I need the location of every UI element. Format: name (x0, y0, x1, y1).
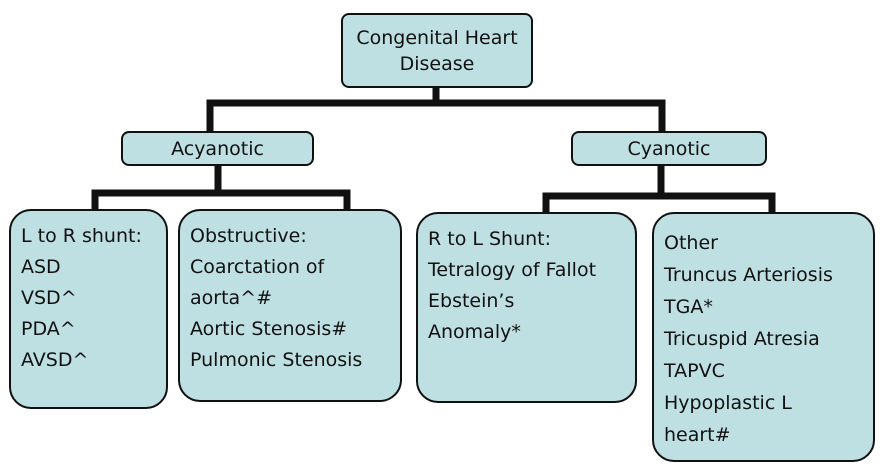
group-item: aorta^# (190, 287, 273, 309)
group-item: heart# (664, 424, 731, 446)
root-label-line2: Disease (399, 52, 475, 75)
other-box: Other Truncus Arteriosis TGA* Tricuspid … (652, 212, 875, 462)
group-title: R to L Shunt: (428, 228, 552, 250)
acyanotic-label: Acyanotic (171, 137, 264, 160)
root-node: Congenital Heart Disease (341, 13, 533, 88)
root-label-line1: Congenital Heart (356, 26, 518, 49)
group-item: Truncus Arteriosis (664, 264, 833, 286)
group-item: PDA^ (21, 318, 76, 340)
group-item: Tricuspid Atresia (664, 328, 820, 350)
group-item: AVSD^ (21, 349, 89, 371)
group-item: Anomaly* (428, 321, 521, 343)
r-to-l-shunt-box: R to L Shunt: Tetralogy of Fallot Ebstei… (416, 212, 637, 403)
group-item: Tetralogy of Fallot (428, 259, 597, 281)
group-title: Other (664, 232, 718, 254)
group-item: ASD (21, 256, 61, 278)
connector-acyanotic (91, 162, 351, 213)
group-item: Aortic Stenosis# (190, 318, 348, 340)
connector-root (206, 84, 666, 135)
group-title: L to R shunt: (21, 225, 142, 247)
group-title: Obstructive: (190, 225, 307, 247)
group-item: Ebstein’s (428, 290, 515, 312)
obstructive-box: Obstructive: Coarctation of aorta^# Aort… (178, 209, 402, 402)
group-item: Coarctation of (190, 256, 325, 278)
connector-cyanotic (542, 162, 776, 216)
l-to-r-shunt-box: L to R shunt: ASD VSD^ PDA^ AVSD^ (9, 209, 168, 409)
group-item: VSD^ (21, 287, 77, 309)
group-item: Hypoplastic L (664, 392, 792, 414)
group-item: TAPVC (664, 360, 725, 382)
acyanotic-node: Acyanotic (121, 131, 314, 166)
cyanotic-label: Cyanotic (627, 137, 711, 160)
group-item: TGA* (664, 296, 713, 318)
group-item: Pulmonic Stenosis (190, 349, 363, 371)
cyanotic-node: Cyanotic (571, 131, 767, 166)
